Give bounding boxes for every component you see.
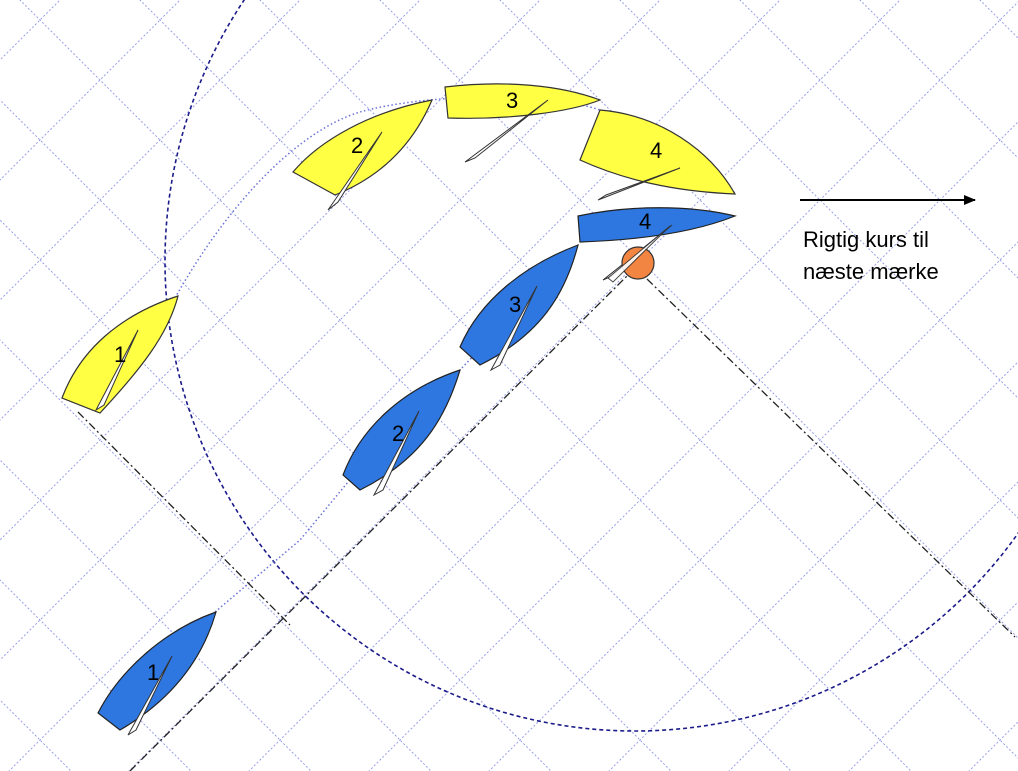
- caption-line-1: Rigtig kurs til: [803, 227, 929, 252]
- grid-line: [848, 601, 1018, 771]
- grid-line: [499, 0, 1018, 519]
- yellow-boat-2-number: 2: [351, 133, 363, 158]
- grid-line: [0, 0, 301, 301]
- grid-line: [488, 241, 1018, 771]
- grid-line: [0, 339, 432, 771]
- yellow-boat-3: 3: [444, 83, 602, 163]
- grid-line: [0, 99, 672, 771]
- grid-line: [859, 0, 1018, 159]
- grid-line: [0, 219, 552, 771]
- yellow-boat-3-number: 3: [506, 88, 518, 113]
- blue-boat-2-number: 2: [392, 421, 404, 446]
- zone-circle: [164, 0, 1018, 732]
- blue-boat-4-number: 4: [639, 209, 651, 234]
- blue-boat-3-number: 3: [509, 292, 521, 317]
- grid-line: [619, 0, 1018, 399]
- grid-line: [728, 481, 1018, 771]
- yellow-boat-4-number: 4: [650, 138, 662, 163]
- grid-line: [259, 0, 1018, 759]
- yellow-boat-1-number: 1: [114, 342, 126, 367]
- yellow-boat-4: 4: [579, 109, 737, 201]
- blue-boat-1: 1: [97, 611, 217, 736]
- blue-boat-4: 4: [577, 207, 737, 281]
- orange-mark-buoy-icon: [621, 246, 655, 280]
- grid-line: [139, 0, 912, 771]
- grid-line: [739, 0, 1018, 279]
- dash-dot-lines: [77, 274, 1016, 771]
- yellow-boat-1: 1: [61, 295, 179, 414]
- grid-line: [968, 721, 1018, 771]
- grid-line: [0, 579, 192, 771]
- blue-boat-1-number: 1: [147, 660, 159, 685]
- course-caption: Rigtig kurs til næste mærke: [803, 224, 939, 288]
- grid-line: [0, 459, 312, 771]
- yellow-boat-2: 2: [292, 99, 433, 211]
- grid-line: [19, 0, 792, 771]
- grid-line: [0, 0, 181, 181]
- blue-boat-2: 2: [342, 369, 461, 497]
- blue-boat-3: 3: [459, 244, 579, 372]
- grid-line: [979, 0, 1018, 39]
- caption-line-2: næste mærke: [803, 259, 939, 284]
